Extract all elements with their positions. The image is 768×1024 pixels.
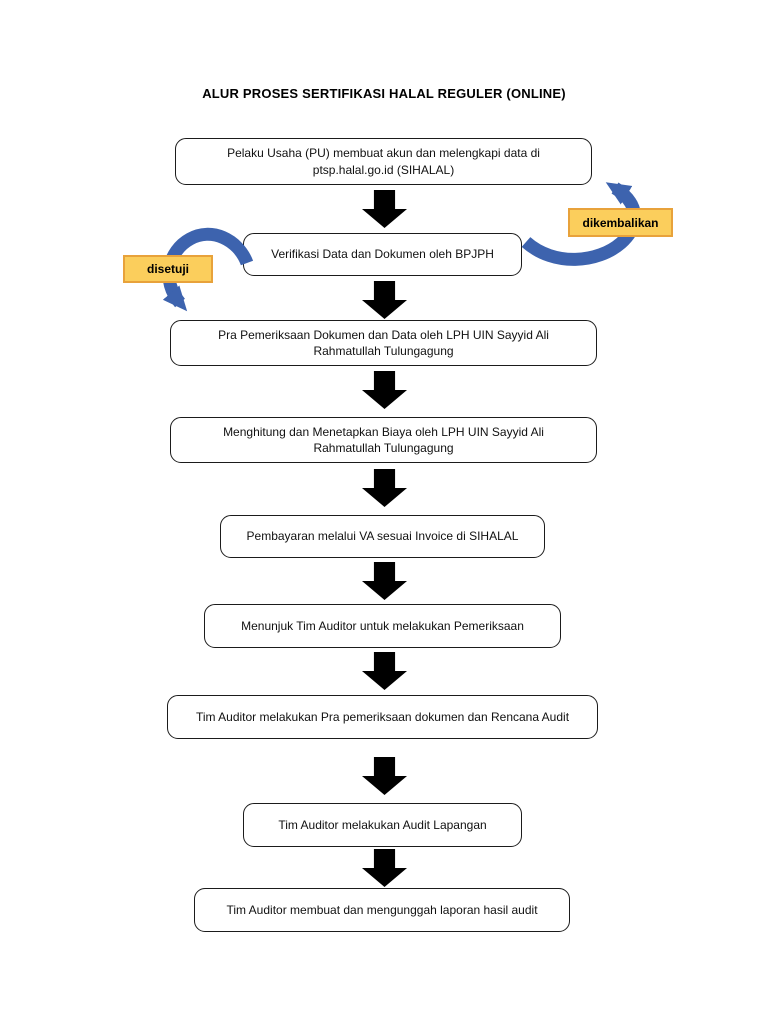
down-arrow-icon-8	[362, 849, 407, 887]
flow-step-5: Pembayaran melalui VA sesuai Invoice di …	[220, 515, 545, 558]
flow-step-6: Menunjuk Tim Auditor untuk melakukan Pem…	[204, 604, 561, 648]
flow-step-4: Menghitung dan Menetapkan Biaya oleh LPH…	[170, 417, 597, 463]
page-title: ALUR PROSES SERTIFIKASI HALAL REGULER (O…	[202, 86, 566, 101]
down-arrow-icon-1	[362, 190, 407, 228]
flow-step-9: Tim Auditor membuat dan mengunggah lapor…	[194, 888, 570, 932]
down-arrow-icon-7	[362, 757, 407, 795]
flow-step-8: Tim Auditor melakukan Audit Lapangan	[243, 803, 522, 847]
flow-step-1: Pelaku Usaha (PU) membuat akun dan melen…	[175, 138, 592, 185]
branch-label-approved: disetuji	[123, 255, 213, 283]
branch-label-returned: dikembalikan	[568, 208, 673, 237]
down-arrow-icon-5	[362, 562, 407, 600]
flow-step-7: Tim Auditor melakukan Pra pemeriksaan do…	[167, 695, 598, 739]
down-arrow-icon-2	[362, 281, 407, 319]
flow-step-2: Verifikasi Data dan Dokumen oleh BPJPH	[243, 233, 522, 276]
down-arrow-icon-4	[362, 469, 407, 507]
down-arrow-icon-6	[362, 652, 407, 690]
flow-step-3: Pra Pemeriksaan Dokumen dan Data oleh LP…	[170, 320, 597, 366]
down-arrow-icon-3	[362, 371, 407, 409]
